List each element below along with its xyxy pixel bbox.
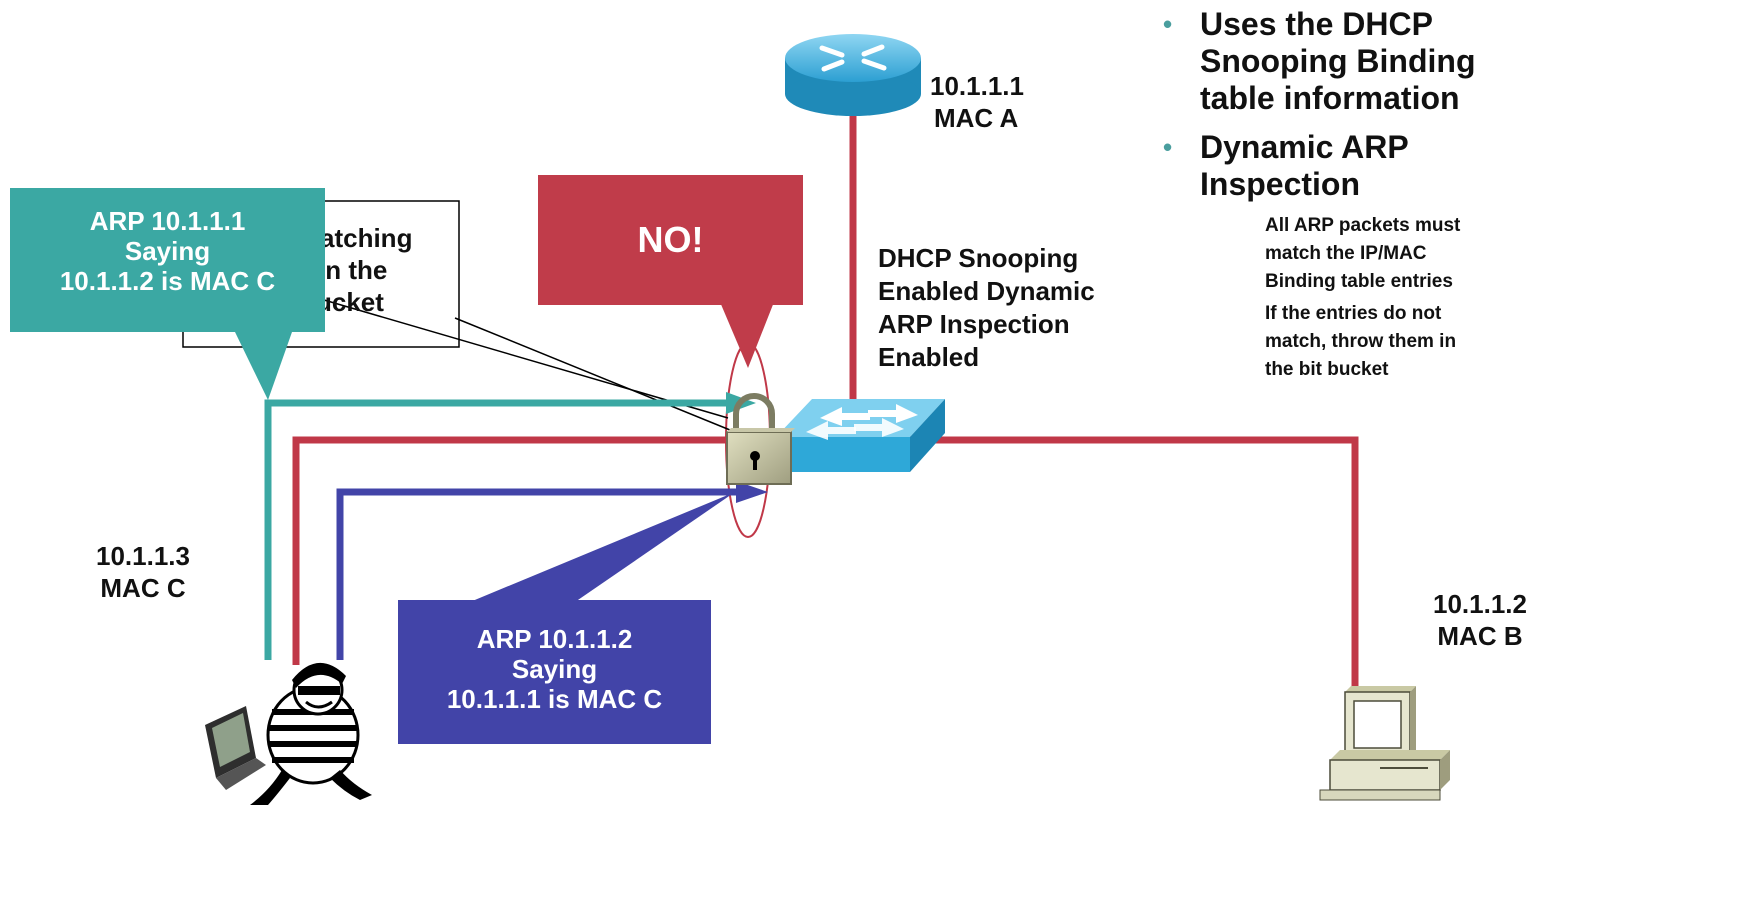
bitbucket-text: atching in the ucket: [292, 222, 412, 318]
victim-link: [905, 436, 1359, 690]
bullet-dot-icon: •: [1163, 132, 1173, 162]
no-callout-shape: [538, 175, 803, 368]
bullet-line: Uses the DHCP: [1200, 6, 1433, 42]
no-callout-text: NO!: [637, 219, 704, 260]
blue-callout-line: ARP 10.1.1.2: [476, 624, 633, 654]
victim-mac: MAC B: [1437, 621, 1523, 651]
bullet-line: Dynamic ARP: [1200, 129, 1409, 165]
blue-arp-path: [336, 481, 768, 744]
bullet-dot-icon: •: [1163, 9, 1173, 39]
victim-label: 10.1.1.2 MAC B: [1405, 588, 1555, 652]
switch-label-line: Enabled: [878, 342, 980, 372]
router-mac: MAC A: [934, 103, 1019, 133]
attacker-mac: MAC C: [100, 573, 186, 603]
bitbucket-line: ucket: [316, 287, 384, 317]
sub-bullet-must-match: All ARP packets must match the IP/MAC Bi…: [1163, 213, 1753, 295]
teal-callout-line: Saying: [124, 236, 211, 266]
victim-ip: 10.1.1.2: [1433, 589, 1527, 619]
switch-label-line: DHCP Snooping: [878, 243, 1079, 273]
attacker-icon: [205, 662, 372, 805]
sub-line: the bit bucket: [1265, 359, 1389, 380]
sub-bullet-bit-bucket: If the entries do not match, throw them …: [1163, 301, 1753, 383]
notes-panel: • Uses the DHCP Snooping Binding table i…: [1163, 6, 1753, 385]
teal-callout-line: 10.1.1.2 is MAC C: [59, 266, 276, 296]
switch-label-line: ARP Inspection: [878, 309, 1070, 339]
bullet-line: Snooping Binding: [1200, 43, 1476, 79]
bullet-line: Inspection: [1200, 166, 1361, 202]
bullet-dai: • Dynamic ARP Inspection: [1163, 129, 1753, 203]
sub-line: match, throw them in: [1265, 331, 1457, 352]
switch-label-line: Enabled Dynamic: [878, 276, 1095, 306]
bitbucket-line: in the: [318, 255, 388, 285]
teal-callout-line: ARP 10.1.1.1: [89, 206, 246, 236]
sub-line: Binding table entries: [1265, 271, 1453, 292]
network-links: [292, 95, 1359, 690]
pc-icon: [1319, 686, 1450, 801]
sub-line: match the IP/MAC: [1265, 243, 1427, 264]
switch-icon: [776, 399, 945, 472]
blue-callout-line: 10.1.1.1 is MAC C: [446, 684, 663, 714]
attacker-link: [292, 436, 740, 665]
blue-callout-text: ARP 10.1.1.2 Saying 10.1.1.1 is MAC C: [398, 624, 711, 714]
attacker-ip: 10.1.1.3: [96, 541, 190, 571]
router-label: 10.1.1.1 MAC A: [930, 70, 1024, 134]
blue-callout-line: Saying: [511, 654, 598, 684]
bullet-binding-table: • Uses the DHCP Snooping Binding table i…: [1163, 6, 1753, 117]
switch-label: DHCP Snooping Enabled Dynamic ARP Inspec…: [878, 242, 1095, 374]
sub-line: If the entries do not: [1265, 303, 1442, 324]
bullet-line: table information: [1200, 80, 1460, 116]
lock-icon: [726, 393, 795, 485]
teal-callout-text: ARP 10.1.1.1 Saying 10.1.1.2 is MAC C: [10, 206, 325, 296]
bitbucket-line: atching: [320, 223, 413, 253]
router-ip: 10.1.1.1: [930, 71, 1024, 101]
teal-callout-box: [10, 188, 325, 332]
router-icon: [785, 34, 921, 116]
attacker-label: 10.1.1.3 MAC C: [68, 540, 218, 604]
sub-line: All ARP packets must: [1265, 215, 1461, 236]
